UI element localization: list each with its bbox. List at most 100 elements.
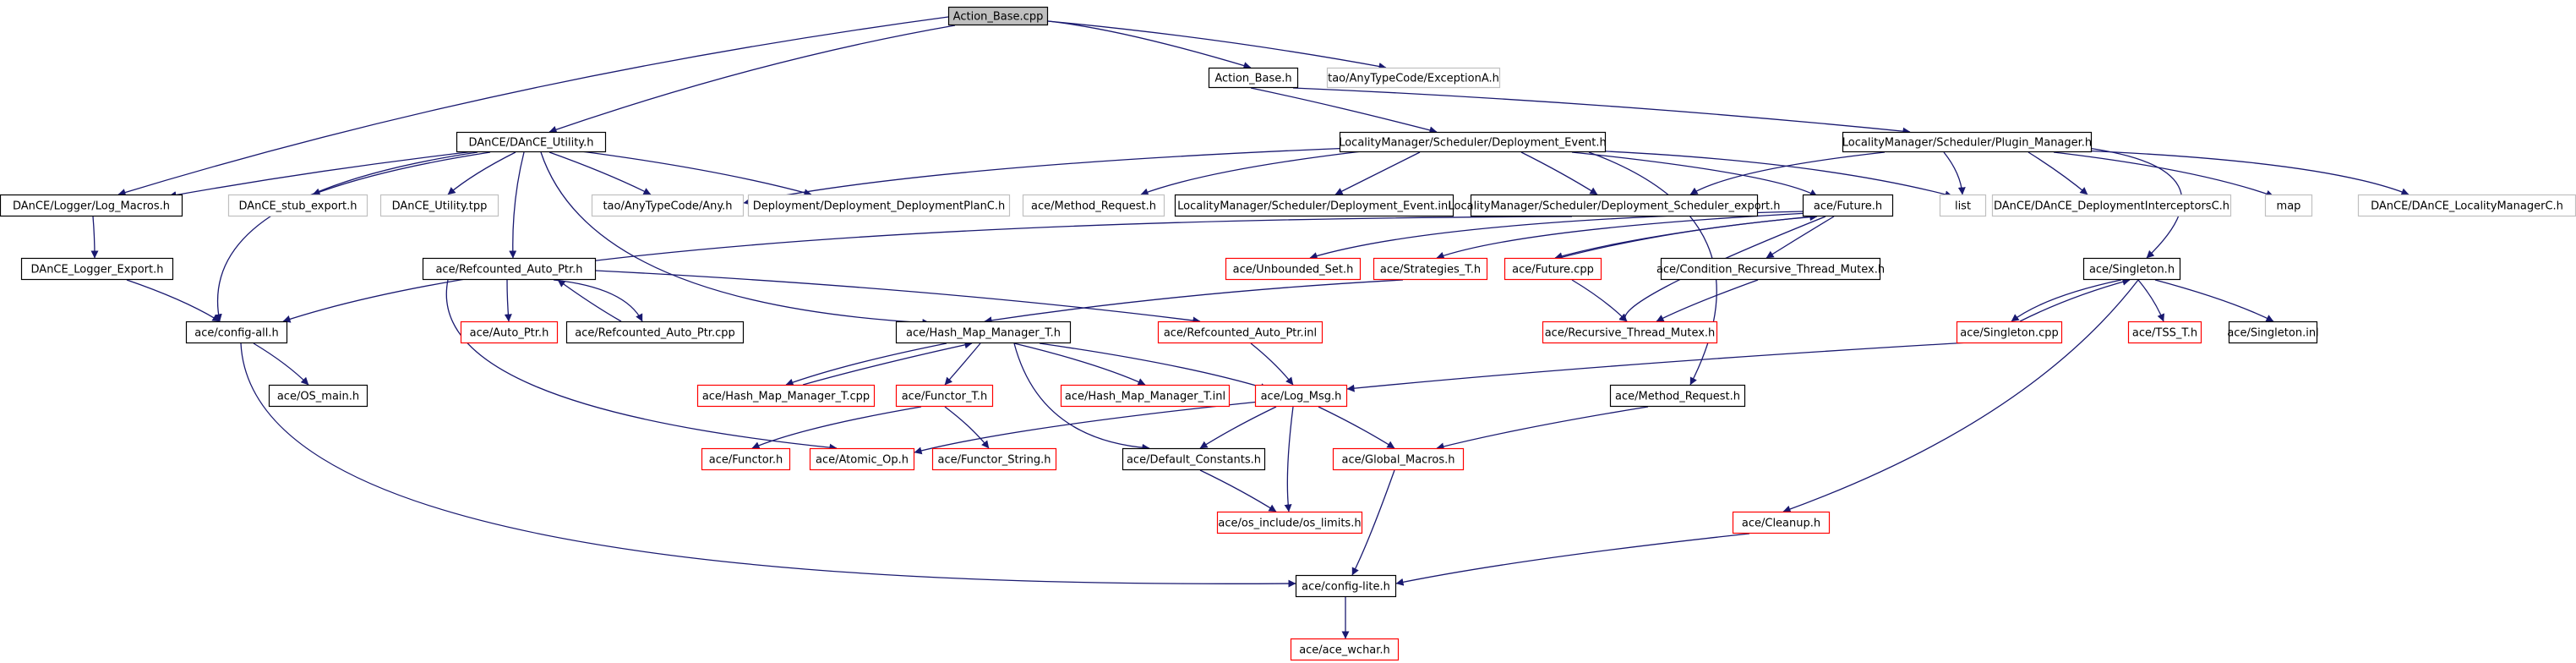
- edge-n0-to-n6: [117, 16, 949, 196]
- edge-n28-to-n21: [557, 279, 622, 322]
- edge-n5-to-n18: [2078, 150, 2410, 196]
- edge-n5-to-n17: [2053, 151, 2274, 198]
- file-node[interactable]: Action_Base.h: [1208, 67, 1299, 89]
- file-node[interactable]: ace/Global_Macros.h: [1332, 447, 1465, 471]
- edge-n25-to-n31: [1656, 279, 1759, 322]
- node-label: ace/Hash_Map_Manager_T.inl: [1065, 391, 1225, 403]
- file-node[interactable]: ace/Future.h: [1802, 194, 1894, 217]
- file-node[interactable]: ace/config-lite.h: [1295, 574, 1397, 598]
- edge-n13-to-n20: [282, 216, 1573, 323]
- edge-n29-to-n39: [1039, 342, 1269, 391]
- file-node[interactable]: ace/Condition_Recursive_Thread_Mutex.h: [1656, 257, 1885, 281]
- file-node[interactable]: ace/Refcounted_Auto_Ptr.cpp: [565, 321, 745, 344]
- node-label: tao/AnyTypeCode/ExceptionA.h: [1328, 73, 1499, 85]
- edge-n4-to-n9: [743, 147, 1353, 205]
- edge-n21-to-n27: [504, 279, 512, 322]
- node-box: [20, 257, 174, 281]
- file-node[interactable]: ace/ace_wchar.h: [1290, 638, 1400, 661]
- node-box: [947, 6, 1049, 26]
- node-box: [2127, 321, 2202, 344]
- edge-n44-to-n46: [1199, 469, 1277, 512]
- file-node[interactable]: ace/TSS_T.h: [2127, 321, 2202, 344]
- file-node[interactable]: LocalityManager/Scheduler/Plugin_Manager…: [1842, 131, 2092, 153]
- file-node[interactable]: ace/Hash_Map_Manager_T.inl: [1060, 384, 1231, 408]
- edge-n3-to-n10: [574, 150, 812, 197]
- node-label: map: [2277, 200, 2301, 213]
- file-node[interactable]: ace/Functor_T.h: [895, 384, 994, 408]
- node-box: [1290, 638, 1400, 661]
- file-node[interactable]: ace/Method_Request.h: [1609, 384, 1746, 408]
- file-node[interactable]: ace/Singleton.h: [2082, 257, 2181, 281]
- file-node[interactable]: ace/Functor.h: [701, 447, 791, 471]
- edge-n5-to-n16: [2028, 151, 2088, 195]
- edge-n3-to-n21: [509, 151, 525, 259]
- node-box: [1208, 67, 1299, 89]
- file-node[interactable]: ace/Unbounded_Set.h: [1225, 257, 1362, 281]
- node-label: ace/Log_Msg.h: [1261, 391, 1342, 403]
- file-node[interactable]: ace/Atomic_Op.h: [809, 447, 915, 471]
- node-box: [931, 447, 1057, 471]
- edge-n21-to-n28: [553, 279, 643, 322]
- edge-n29-to-n36: [785, 342, 947, 386]
- node-box: [227, 194, 368, 217]
- node-box: [1542, 321, 1718, 344]
- node-label: DAnCE_Utility.tpp: [392, 200, 488, 213]
- node-box: [2264, 194, 2313, 217]
- file-node[interactable]: ace/Hash_Map_Manager_T.h: [895, 321, 1072, 344]
- file-node[interactable]: DAnCE_Logger_Export.h: [20, 257, 174, 281]
- node-box: [460, 321, 559, 344]
- node-label: ace/Auto_Ptr.h: [470, 327, 549, 340]
- node-label: LocalityManager/Scheduler/Plugin_Manager…: [1842, 137, 2092, 150]
- edge-n29-to-n44: [1013, 342, 1150, 452]
- file-node[interactable]: DAnCE/Logger/Log_Macros.h: [0, 194, 183, 217]
- edge-n37-to-n41: [751, 406, 922, 449]
- file-node[interactable]: ace/Auto_Ptr.h: [460, 321, 559, 344]
- node-box: [1122, 447, 1266, 471]
- edge-n26-to-n47: [1782, 279, 2139, 513]
- file-node[interactable]: ace/Singleton.inl: [2227, 321, 2319, 344]
- edge-n4-to-n11: [1140, 150, 1370, 196]
- node-label: ace/Method_Request.h: [1615, 391, 1740, 403]
- node-label: ace/Hash_Map_Manager_T.h: [906, 327, 1061, 340]
- node-box: [185, 321, 288, 344]
- edge-n3-to-n7: [312, 151, 491, 196]
- file-node[interactable]: Action_Base.cpp: [947, 6, 1049, 26]
- edge-n6-to-n19: [90, 216, 99, 259]
- file-node[interactable]: LocalityManager/Scheduler/Deployment_Sch…: [1448, 194, 1781, 217]
- file-node[interactable]: ace/Default_Constants.h: [1122, 447, 1266, 471]
- file-node[interactable]: ace/Future.cpp: [1504, 257, 1602, 281]
- node-box: [456, 131, 607, 153]
- node-label: list: [1955, 200, 1971, 213]
- file-node[interactable]: ace/Refcounted_Auto_Ptr.h: [422, 257, 597, 281]
- file-node[interactable]: ace/Cleanup.h: [1732, 511, 1831, 534]
- file-node: DAnCE/DAnCE_DeploymentInterceptorsC.h: [1991, 194, 2232, 217]
- file-node[interactable]: ace/Log_Msg.h: [1254, 384, 1348, 408]
- file-node[interactable]: LocalityManager/Scheduler/Deployment_Eve…: [1174, 194, 1454, 217]
- file-node[interactable]: ace/config-all.h: [185, 321, 288, 344]
- edge-n14-to-n23: [1436, 212, 1809, 260]
- file-node[interactable]: DAnCE/DAnCE_Utility.h: [456, 131, 607, 153]
- node-box: [422, 257, 597, 281]
- file-node[interactable]: ace/Strategies_T.h: [1373, 257, 1488, 281]
- edge-n0-to-n3: [548, 25, 956, 134]
- file-node[interactable]: ace/Refcounted_Auto_Ptr.inl: [1157, 321, 1323, 344]
- node-label: DAnCE_Logger_Export.h: [31, 264, 164, 277]
- file-node[interactable]: ace/Singleton.cpp: [1956, 321, 2063, 344]
- edge-n4-to-n15: [1588, 150, 1953, 199]
- file-node[interactable]: LocalityManager/Scheduler/Deployment_Eve…: [1339, 131, 1607, 153]
- node-box: [1609, 384, 1746, 408]
- file-node[interactable]: ace/Hash_Map_Manager_T.cpp: [696, 384, 876, 408]
- node-box: [2082, 257, 2181, 281]
- edge-n5-to-n15: [1943, 151, 1966, 195]
- edge-n30-to-n39: [1250, 342, 1294, 386]
- file-node[interactable]: ace/os_include/os_limits.h: [1216, 511, 1363, 534]
- node-label: ace/Future.cpp: [1512, 264, 1594, 277]
- node-box: [1660, 257, 1881, 281]
- node-box: [1157, 321, 1323, 344]
- file-node[interactable]: ace/OS_main.h: [268, 384, 368, 408]
- node-label: LocalityManager/Scheduler/Deployment_Eve…: [1339, 137, 1607, 150]
- file-node[interactable]: ace/Recursive_Thread_Mutex.h: [1542, 321, 1718, 344]
- node-label: ace/Recursive_Thread_Mutex.h: [1545, 327, 1716, 340]
- node-label: LocalityManager/Scheduler/Deployment_Eve…: [1177, 200, 1451, 213]
- file-node[interactable]: ace/Functor_String.h: [931, 447, 1057, 471]
